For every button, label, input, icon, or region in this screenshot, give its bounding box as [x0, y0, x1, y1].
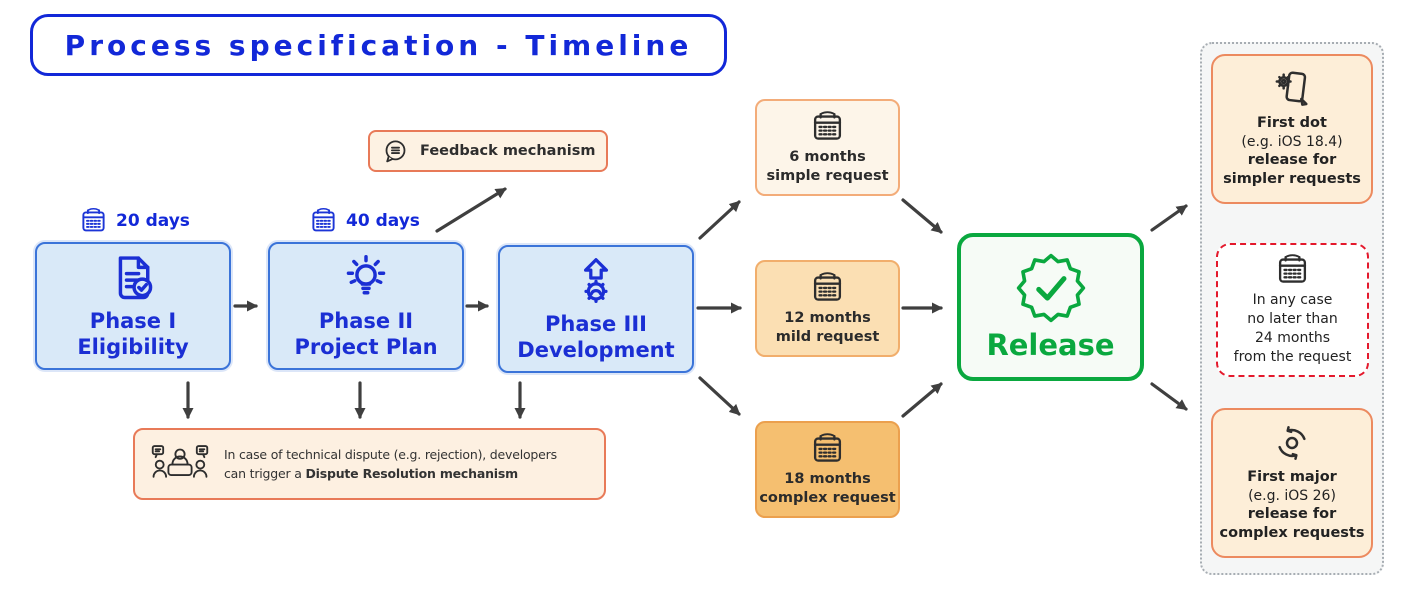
- phase-1-label: Phase I Eligibility: [77, 308, 189, 359]
- deadline-box: In any case no later than 24 months from…: [1216, 243, 1369, 377]
- arrow-release-firstmajor: [1150, 382, 1188, 411]
- release-label: Release: [986, 328, 1115, 362]
- arrow-phase3-complex: [698, 376, 741, 416]
- phone-gear-icon: [1275, 71, 1308, 107]
- phase-3-label: Phase III Development: [517, 311, 675, 362]
- page-title: Process specification - Timeline: [64, 28, 693, 62]
- calendar-icon: [82, 208, 105, 232]
- request-complex-box: 18 months complex request: [755, 421, 900, 518]
- phase1-duration-label: 20 days: [116, 210, 190, 231]
- phase-2-label: Phase II Project Plan: [294, 308, 438, 359]
- arrow-complex-release: [901, 382, 943, 418]
- badge-check-icon: [1016, 253, 1085, 323]
- meeting-icon: [151, 445, 209, 478]
- feedback-label: Feedback mechanism: [420, 143, 596, 159]
- first-dot-box: First dot (e.g. iOS 18.4) release for si…: [1211, 54, 1373, 204]
- release-box: Release: [957, 233, 1144, 381]
- diagram-title-box: Process specification - Timeline: [30, 14, 727, 76]
- feedback-box: Feedback mechanism: [368, 130, 608, 172]
- phase1-duration: 20 days: [80, 207, 190, 234]
- phase2-duration-label: 40 days: [346, 210, 420, 231]
- document-check-icon: [118, 256, 153, 300]
- phase-3-box: Phase III Development: [498, 245, 694, 373]
- arrow-simple-release: [901, 198, 943, 234]
- calendar-icon: [1278, 254, 1307, 283]
- request-simple-label: 6 months simple request: [766, 149, 889, 184]
- calendar-icon: [813, 433, 842, 463]
- dispute-box: In case of technical dispute (e.g. rejec…: [133, 428, 606, 500]
- cycle-icon: [1278, 426, 1306, 461]
- phase-1-box: Phase I Eligibility: [35, 242, 231, 370]
- dispute-bold-text: Dispute Resolution mechanism: [305, 466, 518, 481]
- gear-up-arrow-icon: [583, 258, 609, 303]
- arrow-release-firstdot: [1150, 204, 1188, 232]
- calendar-icon: [312, 208, 335, 232]
- calendar-icon: [813, 272, 842, 302]
- phase2-duration: 40 days: [310, 207, 420, 234]
- first-dot-text: First dot (e.g. iOS 18.4) release for si…: [1223, 115, 1361, 188]
- deadline-text: In any case no later than 24 months from…: [1233, 292, 1352, 365]
- dispute-text: In case of technical dispute (e.g. rejec…: [224, 446, 557, 481]
- speech-bubble-icon: [385, 139, 406, 162]
- arrow-phase2-feedback: [435, 187, 507, 233]
- request-complex-label: 18 months complex request: [759, 471, 896, 506]
- first-major-text: First major (e.g. iOS 26) release for co…: [1219, 469, 1365, 542]
- first-major-box: First major (e.g. iOS 26) release for co…: [1211, 408, 1373, 558]
- lightbulb-icon: [346, 254, 386, 295]
- request-mild-box: 12 months mild request: [755, 260, 900, 357]
- phase-2-box: Phase II Project Plan: [268, 242, 464, 370]
- request-simple-box: 6 months simple request: [755, 99, 900, 196]
- arrow-phase3-simple: [698, 200, 741, 240]
- request-mild-label: 12 months mild request: [775, 310, 880, 345]
- calendar-icon: [813, 111, 842, 141]
